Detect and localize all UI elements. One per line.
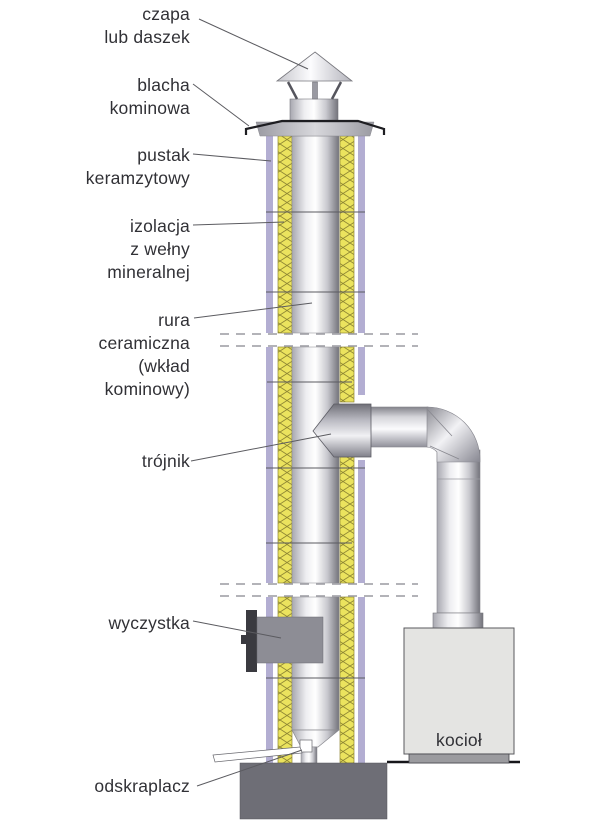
label-line: ceramiczna: [98, 333, 190, 353]
flashing-plate-body: [255, 121, 375, 137]
label-line: wyczystka: [108, 613, 190, 633]
label-line: kocioł: [436, 730, 482, 750]
label-line: keramzytowy: [85, 168, 190, 188]
mineral-wool-strip-right: [339, 596, 355, 764]
label-cleanout: wyczystka: [108, 612, 190, 635]
boiler-assembly: [312, 403, 515, 764]
cleanout-box: [256, 616, 324, 664]
flue-elbow: [426, 406, 481, 463]
clay-block-strip-right: [358, 136, 365, 333]
clay-block-strip-right: [358, 597, 365, 763]
cap-standpipe: [289, 98, 339, 122]
label-line: blacha: [137, 75, 190, 95]
label-insulation: izolacja z wełny mineralnej: [107, 215, 190, 284]
label-ceramic-pipe: rura ceramiczna (wkład kominowy): [99, 309, 190, 401]
label-line: kominowy): [104, 379, 190, 399]
label-line: mineralnej: [107, 262, 190, 282]
label-block: pustak keramzytowy: [86, 144, 190, 190]
mineral-wool-strip-right: [339, 346, 355, 403]
leader-block: [192, 153, 272, 162]
condensate-connector: [299, 739, 313, 753]
elbow-miter-seam: [429, 445, 460, 460]
mineral-wool-strip-right: [339, 456, 355, 584]
boiler-base: [408, 753, 510, 764]
leader-lines: [190, 18, 332, 787]
boiler-body: [403, 627, 515, 755]
cleanout-assembly: [241, 610, 324, 672]
clay-block-strip-left: [266, 597, 273, 763]
flue-vertical-pipe: [436, 449, 481, 614]
label-line: pustak: [137, 145, 190, 165]
label-line: odskraplacz: [94, 776, 190, 796]
ceramic-pipe: [291, 346, 340, 584]
chimney-column-upper: [266, 135, 365, 334]
label-line: rura: [158, 310, 190, 330]
leader-cap: [198, 18, 309, 70]
cleanout-handle: [241, 635, 247, 644]
label-cap: czapa lub daszek: [104, 3, 190, 49]
leader-ceramic-pipe: [193, 302, 313, 319]
mineral-wool-strip-left: [277, 135, 293, 334]
label-line: trójnik: [141, 451, 190, 471]
label-line: (wkład: [138, 356, 190, 376]
ceramic-pipe: [291, 135, 340, 334]
label-line: z wełny: [130, 239, 190, 259]
clay-block-strip-right: [358, 347, 365, 395]
cap-cone: [275, 51, 354, 82]
chimney-cap-assembly: [244, 51, 386, 137]
leader-tee: [190, 433, 332, 462]
leader-flashing: [192, 83, 250, 127]
label-condensate: odskraplacz: [94, 775, 190, 798]
cleanout-door-plate: [246, 610, 257, 672]
label-line: lub daszek: [104, 27, 190, 47]
tee-connector: [312, 403, 372, 458]
condensate-drain-pipe: [212, 746, 303, 763]
leader-condensate: [196, 749, 303, 787]
label-boiler: kocioł: [404, 729, 514, 751]
cap-strut-left: [286, 81, 299, 100]
pipe-funnel-bottom: [291, 729, 340, 748]
leader-insulation: [192, 221, 285, 226]
clay-block-strip-left: [266, 136, 273, 333]
cap-center-stem: [312, 81, 318, 100]
flue-horizontal-duct: [367, 406, 429, 448]
label-line: izolacja: [130, 216, 190, 236]
elbow-miter-seam: [426, 408, 453, 437]
clay-block-strip-left: [266, 347, 273, 583]
cap-strut-right: [330, 81, 343, 100]
clay-block-strip-right: [358, 460, 365, 583]
boiler-flue-collar: [432, 612, 484, 629]
label-line: kominowa: [109, 98, 190, 118]
chimney-column-middle: [266, 346, 365, 584]
mineral-wool-strip-right: [339, 135, 355, 334]
label-flashing: blacha kominowa: [110, 74, 190, 120]
section-break-lines: [220, 333, 418, 597]
foundation-block: [239, 762, 388, 820]
flashing-plate-top: [245, 119, 385, 131]
leader-cleanout: [192, 620, 282, 639]
label-line: czapa: [142, 4, 190, 24]
label-tee: trójnik: [142, 450, 190, 473]
